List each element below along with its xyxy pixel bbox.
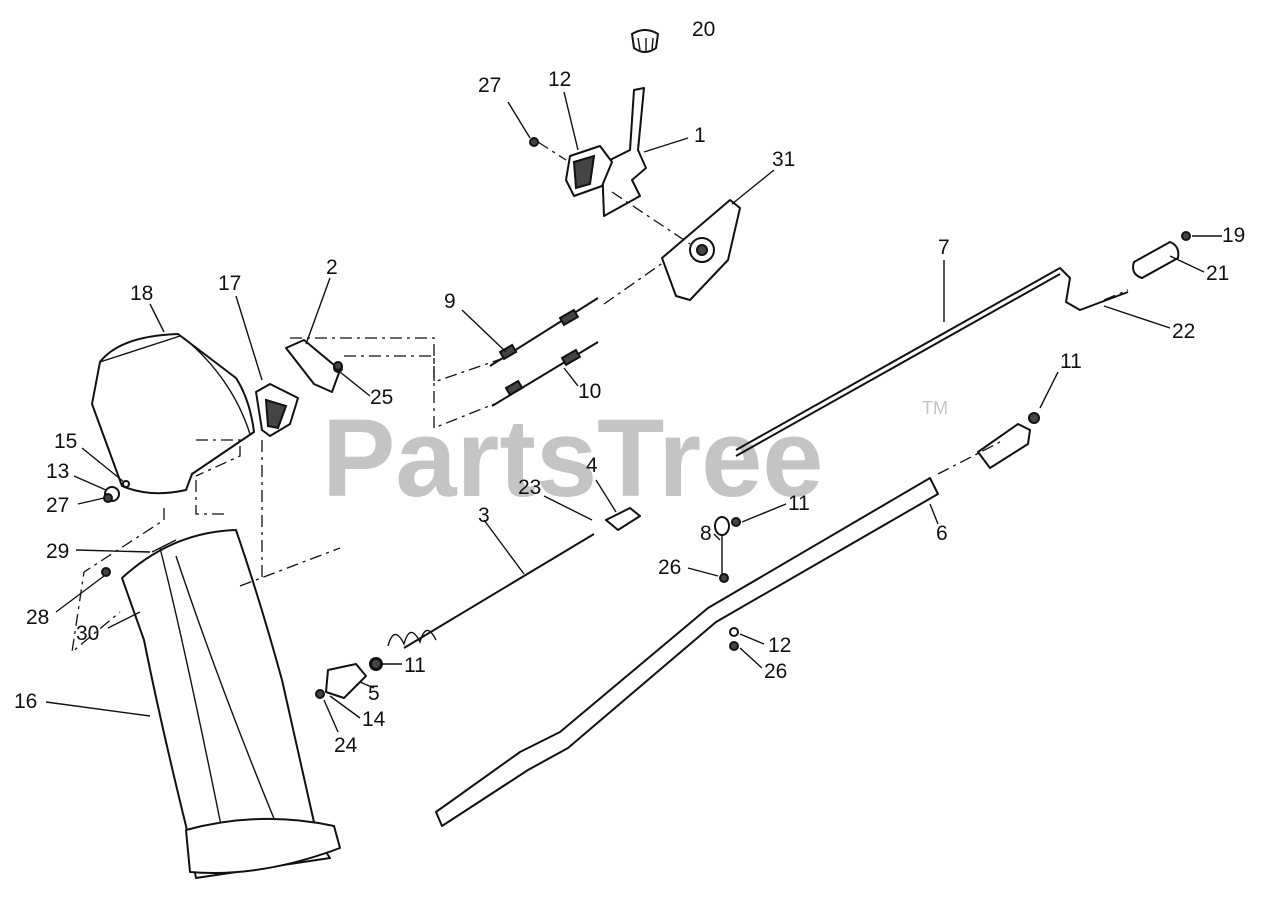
callout-24: 24 [334, 734, 358, 757]
callout-1: 1 [694, 124, 706, 147]
part-coupler [605, 507, 641, 531]
callout-26: 26 [764, 660, 787, 683]
callout-25: 25 [370, 386, 393, 409]
callout-21: 21 [1206, 262, 1229, 285]
callout-13: 13 [46, 460, 69, 483]
part-chute-plate [565, 145, 613, 197]
callout-4: 4 [586, 454, 598, 477]
callout-29: 29 [46, 540, 69, 563]
callout-18: 18 [130, 282, 153, 305]
callout-11: 11 [1060, 350, 1082, 373]
callout-31: 31 [772, 148, 795, 171]
part-spiral-rod [369, 533, 595, 671]
callout-26: 26 [658, 556, 681, 579]
part-knob [631, 29, 659, 53]
callout-27: 27 [46, 494, 69, 517]
part-handle-grip [1132, 231, 1191, 279]
callout-17: 17 [218, 272, 241, 295]
callout-14: 14 [362, 708, 386, 731]
part-bracket-1 [601, 87, 647, 217]
callouts: 20 27 12 1 31 7 19 21 22 2 18 17 9 25 10… [14, 18, 1245, 757]
callout-11: 11 [404, 654, 426, 677]
callout-16: 16 [14, 690, 37, 713]
part-pivot-bracket [977, 412, 1040, 469]
part-mounting-bracket [661, 199, 741, 301]
part-cables [489, 297, 599, 407]
callout-6: 6 [936, 522, 948, 545]
callout-12: 12 [768, 634, 791, 657]
callout-8: 8 [700, 522, 712, 545]
watermark-brand: PartsTree [322, 397, 823, 520]
watermark-trademark: TM [922, 398, 948, 418]
callout-12: 12 [548, 68, 571, 91]
callout-10: 10 [578, 380, 601, 403]
assembly-lines [71, 141, 1129, 654]
callout-11: 11 [788, 492, 810, 515]
callout-5: 5 [368, 682, 380, 705]
callout-19: 19 [1222, 224, 1245, 247]
callout-23: 23 [518, 476, 541, 499]
part-chute-deflector [91, 333, 255, 495]
callout-30: 30 [76, 622, 99, 645]
callout-27: 27 [478, 74, 501, 97]
callout-9: 9 [444, 290, 456, 313]
callout-28: 28 [26, 606, 49, 629]
part-crank-rod [735, 267, 1129, 457]
leader-lines [45, 91, 1222, 733]
part-deflector-bracket [255, 383, 299, 437]
callout-7: 7 [938, 236, 950, 259]
callout-20: 20 [692, 18, 715, 41]
part-support-tube [435, 477, 939, 827]
callout-22: 22 [1172, 320, 1195, 343]
callout-15: 15 [54, 430, 77, 453]
part-discharge-chute [121, 529, 341, 879]
callout-2: 2 [326, 256, 338, 279]
hardware [101, 137, 739, 699]
part-small-bracket [325, 663, 367, 699]
part-eyebolt [714, 516, 741, 574]
callout-3: 3 [478, 504, 490, 527]
